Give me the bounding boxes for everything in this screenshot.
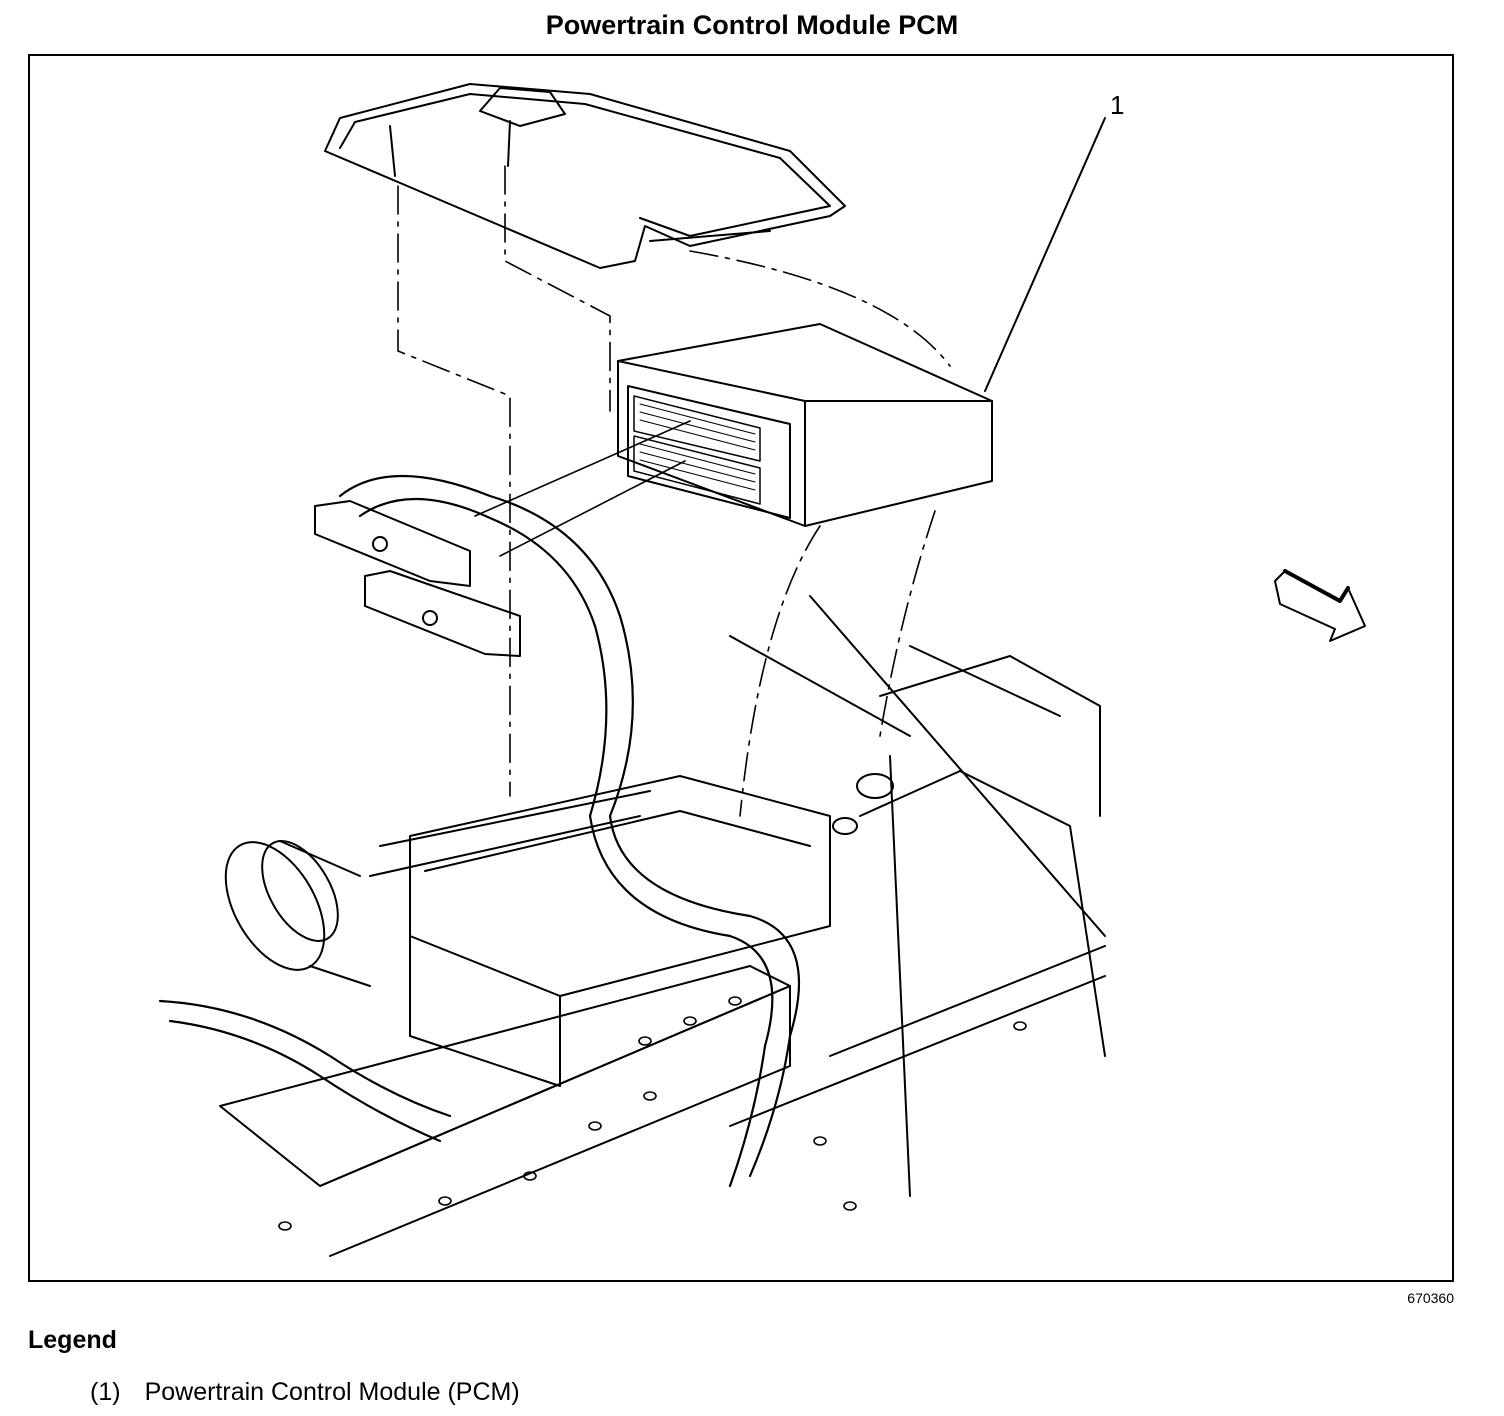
alignment-lines [397, 165, 951, 817]
bolt-holes [278, 996, 1027, 1231]
pcm-illustration: 1 [158, 83, 1366, 1257]
connector-pins [639, 403, 756, 491]
intake-tube [224, 840, 371, 987]
connector-leader-lines [474, 420, 691, 557]
pcm-module [617, 323, 993, 527]
legend-heading: Legend [28, 1326, 117, 1354]
harness-connectors [314, 500, 521, 657]
legend-item: (1) Powertrain Control Module (PCM) [90, 1378, 520, 1407]
callout-leader-line [984, 117, 1106, 392]
wire-harness [158, 475, 801, 1188]
illustration-frame: 1 [28, 54, 1454, 1282]
diagram-title: Powertrain Control Module PCM [545, 10, 959, 40]
callout-1: 1 [1110, 90, 1124, 120]
legend-list: (1) Powertrain Control Module (PCM) [90, 1378, 520, 1407]
legend-item-number: (1) [90, 1378, 121, 1406]
forward-arrow-icon [1274, 569, 1366, 642]
legend-item-label: Powertrain Control Module (PCM) [144, 1378, 520, 1406]
figure-id: 670360 [1407, 1290, 1454, 1306]
component-tray [369, 775, 831, 1087]
pcm-cover [324, 83, 846, 269]
frame-rails [219, 595, 1106, 1257]
